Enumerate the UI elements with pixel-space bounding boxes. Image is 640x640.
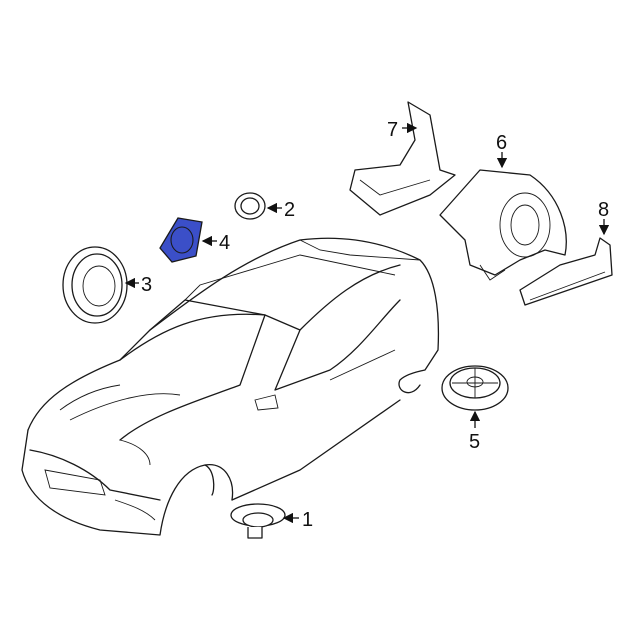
callout-2: 2 [284, 199, 295, 221]
part-3-speaker [62, 246, 128, 324]
part-1-speaker [230, 503, 286, 539]
callouts: 1 2 3 4 5 6 7 8 [124, 119, 610, 531]
callout-5: 5 [469, 431, 480, 453]
callout-7: 7 [387, 119, 398, 141]
callout-1: 1 [302, 509, 313, 531]
callout-8: 8 [598, 199, 609, 221]
part-4-bracket-highlighted [159, 217, 203, 263]
part-5-speaker [441, 365, 509, 411]
part-6-enclosure [439, 169, 567, 281]
part-8-bracket [519, 237, 613, 306]
callout-6: 6 [496, 132, 507, 154]
car-body [21, 237, 440, 536]
callout-4: 4 [219, 232, 230, 254]
part-7-bracket [349, 101, 456, 216]
callout-3: 3 [141, 274, 152, 296]
part-2-ring [234, 192, 266, 220]
